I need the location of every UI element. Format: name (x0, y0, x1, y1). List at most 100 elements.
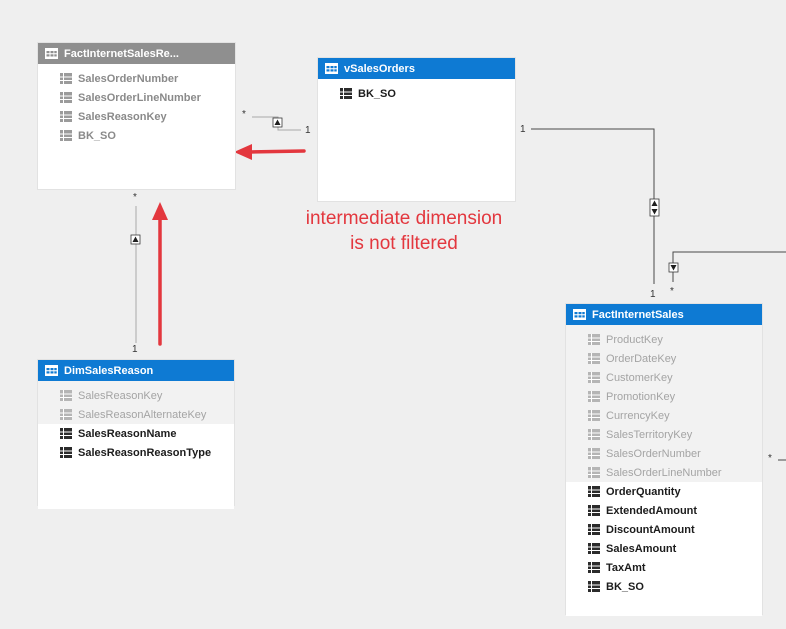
column-icon (588, 562, 600, 573)
field-row-hidden[interactable]: PromotionKey (566, 387, 762, 406)
field-row[interactable]: BK_SO (38, 126, 235, 145)
column-icon (60, 390, 72, 401)
column-icon (588, 543, 600, 554)
field-name: SalesTerritoryKey (606, 428, 693, 441)
table-icon (45, 48, 58, 59)
table-icon (325, 63, 338, 74)
table-header[interactable]: vSalesOrders (318, 58, 515, 79)
field-name: PromotionKey (606, 390, 676, 403)
annotation-line: intermediate dimension (305, 208, 503, 229)
red-arrow-up-icon (152, 202, 168, 346)
field-row-hidden[interactable]: SalesTerritoryKey (566, 425, 762, 444)
column-icon (588, 334, 600, 345)
field-list: SalesOrderNumber SalesOrderLineNumber Sa… (38, 64, 235, 145)
annotation-text: intermediate dimension is not filtered (268, 206, 540, 256)
column-icon (340, 88, 352, 99)
field-row[interactable]: SalesReasonName (38, 424, 234, 443)
column-icon (588, 505, 600, 516)
column-icon (588, 467, 600, 478)
table-card-dim-sales-reason[interactable]: DimSalesReason SalesReasonKey SalesReaso… (38, 360, 234, 509)
field-name: SalesOrderLineNumber (606, 466, 722, 479)
field-row-hidden[interactable]: ProductKey (566, 330, 762, 349)
field-name: SalesOrderNumber (78, 72, 179, 85)
field-row[interactable]: BK_SO (566, 577, 762, 596)
field-row[interactable]: BK_SO (318, 84, 515, 103)
table-card-v-sales-orders[interactable]: vSalesOrders BK_SO (318, 58, 515, 201)
field-row-hidden[interactable]: CustomerKey (566, 368, 762, 387)
column-icon (60, 428, 72, 439)
field-row[interactable]: DiscountAmount (566, 520, 762, 539)
field-name: SalesReasonName (78, 427, 177, 440)
field-name: SalesOrderLineNumber (78, 91, 201, 104)
column-icon (60, 409, 72, 420)
table-title: DimSalesReason (64, 364, 154, 377)
column-icon (60, 130, 72, 141)
column-icon (588, 486, 600, 497)
field-row[interactable]: SalesOrderNumber (38, 69, 235, 88)
field-name: CustomerKey (606, 371, 673, 384)
field-name: OrderDateKey (606, 352, 677, 365)
annotation-line: is not filtered (350, 233, 458, 254)
cardinality-one-label: 1 (305, 125, 311, 136)
relationship-line-vsales-fact[interactable] (531, 128, 655, 284)
field-name: ExtendedAmount (606, 504, 698, 517)
column-icon (60, 92, 72, 103)
table-card-fact-internet-sales[interactable]: FactInternetSales ProductKey OrderDateKe… (566, 304, 762, 616)
field-list: SalesReasonKey SalesReasonAlternateKey S… (38, 381, 234, 509)
table-card-fact-internet-sales-reason[interactable]: FactInternetSalesRe... SalesOrderNumber … (38, 43, 235, 189)
cardinality-one-label: 1 (650, 289, 656, 300)
cardinality-many-label: * (670, 286, 674, 297)
table-header[interactable]: FactInternetSalesRe... (38, 43, 235, 64)
column-icon (588, 372, 600, 383)
field-row-hidden[interactable]: OrderDateKey (566, 349, 762, 368)
field-row[interactable]: TaxAmt (566, 558, 762, 577)
field-row-hidden[interactable]: SalesOrderLineNumber (566, 463, 762, 482)
field-name: OrderQuantity (606, 485, 681, 498)
field-row-hidden[interactable]: SalesReasonAlternateKey (38, 405, 234, 424)
table-title: FactInternetSales (592, 308, 684, 321)
field-list: ProductKey OrderDateKey CustomerKey Prom… (566, 325, 762, 616)
column-icon (588, 581, 600, 592)
field-row-hidden[interactable]: CurrencyKey (566, 406, 762, 425)
field-name: TaxAmt (606, 561, 646, 574)
field-name: SalesReasonKey (78, 110, 167, 123)
column-icon (588, 429, 600, 440)
bidirectional-filter-icon (649, 198, 660, 217)
table-title: FactInternetSalesRe... (64, 47, 179, 60)
cardinality-many-label: * (242, 109, 246, 120)
filter-direction-icon (272, 117, 283, 128)
filter-direction-icon (668, 262, 679, 273)
column-icon (588, 410, 600, 421)
relationship-line-fact-offscreen[interactable] (672, 251, 786, 282)
field-name: SalesAmount (606, 542, 677, 555)
field-row[interactable]: SalesAmount (566, 539, 762, 558)
table-title: vSalesOrders (344, 62, 415, 75)
cardinality-one-label: 1 (520, 124, 526, 135)
column-icon (588, 391, 600, 402)
field-name: BK_SO (358, 87, 396, 100)
field-row[interactable]: SalesReasonReasonType (38, 443, 234, 462)
field-name: SalesReasonAlternateKey (78, 408, 207, 421)
column-icon (60, 447, 72, 458)
field-row[interactable]: OrderQuantity (566, 482, 762, 501)
field-name: SalesReasonReasonType (78, 446, 212, 459)
field-name: SalesReasonKey (78, 389, 163, 402)
field-row[interactable]: ExtendedAmount (566, 501, 762, 520)
table-header[interactable]: DimSalesReason (38, 360, 234, 381)
column-icon (60, 111, 72, 122)
table-header[interactable]: FactInternetSales (566, 304, 762, 325)
table-icon (573, 309, 586, 320)
cardinality-one-label: 1 (132, 344, 138, 355)
field-row-hidden[interactable]: SalesOrderNumber (566, 444, 762, 463)
field-name: BK_SO (606, 580, 644, 593)
field-row-hidden[interactable]: SalesReasonKey (38, 386, 234, 405)
column-icon (588, 353, 600, 364)
field-row[interactable]: SalesReasonKey (38, 107, 235, 126)
field-row[interactable]: SalesOrderLineNumber (38, 88, 235, 107)
column-icon (588, 448, 600, 459)
filter-direction-icon (130, 234, 141, 245)
field-name: SalesOrderNumber (606, 447, 701, 460)
field-name: DiscountAmount (606, 523, 695, 536)
column-icon (60, 73, 72, 84)
